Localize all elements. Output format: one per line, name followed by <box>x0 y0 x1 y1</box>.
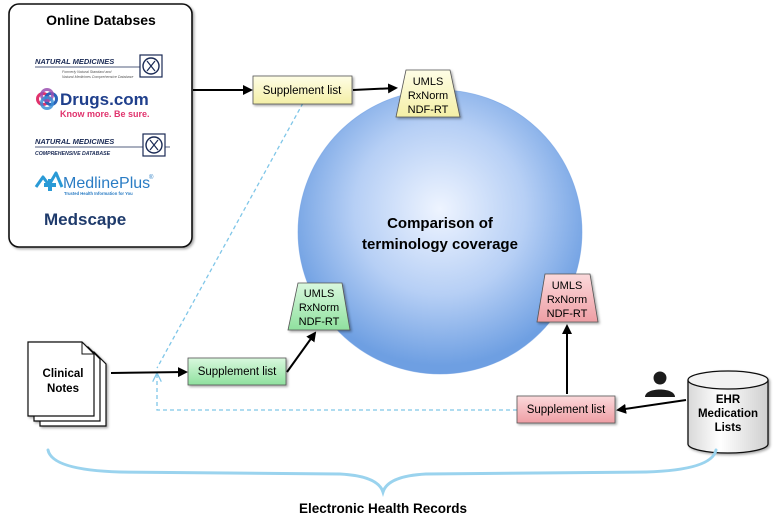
drugs-com-logo: Drugs.com Know more. Be sure. <box>36 88 150 119</box>
terminology-right-line3: NDF-RT <box>547 308 588 320</box>
arrow-ehr-to-list <box>616 399 687 414</box>
supplement-list-middle-label: Supplement list <box>198 366 277 378</box>
terminology-top-line2: RxNorm <box>408 90 448 102</box>
svg-text:NATURAL MEDICINES: NATURAL MEDICINES <box>35 57 114 66</box>
natural-medicines-logo: NATURAL MEDICINES Formerly Natural Stand… <box>35 54 163 79</box>
supplement-list-bottom <box>516 395 616 424</box>
terminology-left <box>287 282 351 331</box>
supplement-list-bottom-label: Supplement list <box>527 404 606 416</box>
dashed-connectors <box>156 102 517 411</box>
supplement-list-middle <box>187 357 287 386</box>
svg-text:Formerly Natural Standard and: Formerly Natural Standard and <box>62 70 112 74</box>
ehr-line2: Medication <box>698 408 758 420</box>
center-label-line1: Comparison of <box>387 215 494 232</box>
svg-text:®: ® <box>149 174 154 181</box>
natural-medicines-comprehensive-logo: NATURAL MEDICINES COMPREHENSIVE DATABASE <box>35 133 170 157</box>
terminology-right-line2: RxNorm <box>547 294 587 306</box>
clinical-notes-line1: Clinical <box>43 368 84 380</box>
svg-text:Drugs.com: Drugs.com <box>60 90 149 109</box>
svg-text:COMPREHENSIVE DATABASE: COMPREHENSIVE DATABASE <box>35 151 111 157</box>
terminology-left-line3: NDF-RT <box>299 316 340 328</box>
arrow-list-to-terminology-top <box>352 83 398 94</box>
svg-text:MedlinePlus: MedlinePlus <box>63 175 150 192</box>
clinical-notes-line2: Notes <box>47 383 79 395</box>
svg-text:Know more. Be sure.: Know more. Be sure. <box>60 109 150 119</box>
dashed-line-top-to-notes <box>156 102 304 369</box>
medscape-logo: Medscape <box>44 210 126 229</box>
arrow-list-to-terminology-left <box>286 331 317 373</box>
terminology-left-line1: UMLS <box>304 288 335 300</box>
person-icon <box>645 371 675 397</box>
svg-text:Trusted Health Information for: Trusted Health Information for You <box>64 191 133 196</box>
svg-text:NATURAL MEDICINES: NATURAL MEDICINES <box>35 137 114 146</box>
drugs-com-emblem-icon <box>36 88 58 110</box>
curly-brace <box>46 448 718 498</box>
terminology-right-line1: UMLS <box>552 280 583 292</box>
terminology-left-line2: RxNorm <box>299 302 339 314</box>
ehr-database-cylinder-icon <box>687 370 769 454</box>
comparison-sphere <box>297 89 583 375</box>
terminology-top <box>395 69 461 118</box>
online-databases-title: Online Databses <box>46 12 156 28</box>
ehr-line3: Lists <box>715 422 742 434</box>
ehr-line1: EHR <box>716 394 741 406</box>
svg-text:Natural Medicines Comprehensiv: Natural Medicines Comprehensive Database <box>62 75 133 79</box>
terminology-top-line3: NDF-RT <box>408 104 449 116</box>
arrow-notes-to-list <box>110 367 188 378</box>
supplement-list-top <box>252 75 353 105</box>
medlineplus-emblem-icon <box>34 171 64 191</box>
center-label-line2: terminology coverage <box>362 236 518 253</box>
svg-text:Medscape: Medscape <box>44 210 126 229</box>
footer-label: Electronic Health Records <box>299 501 467 515</box>
supplement-list-top-label: Supplement list <box>263 85 342 97</box>
clinical-notes-documents <box>27 341 107 427</box>
terminology-right <box>536 273 599 323</box>
dashed-line-ehr-to-notes <box>157 375 517 411</box>
medlineplus-logo: MedlinePlus ® Trusted Health Information… <box>34 171 154 196</box>
terminology-top-line1: UMLS <box>413 76 444 88</box>
